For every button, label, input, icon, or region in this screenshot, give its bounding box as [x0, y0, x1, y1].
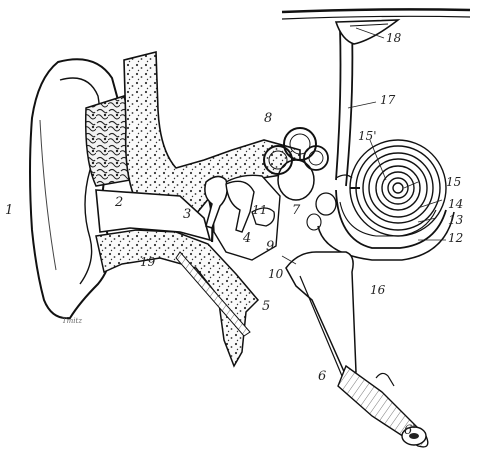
cochlear-duct: [336, 190, 446, 248]
label-8: 8: [264, 112, 272, 125]
label-14: 14: [448, 198, 463, 210]
label-15: 15: [446, 176, 461, 188]
skull-outline: [282, 9, 470, 12]
label-10: 10: [268, 268, 283, 280]
label-17: 17: [380, 94, 395, 106]
label-3: 3: [183, 208, 191, 221]
label-1: 1: [5, 204, 13, 217]
label-13: 13: [448, 214, 463, 226]
label-16: 16: [370, 284, 385, 296]
artist-signature: Tmitz: [62, 318, 82, 325]
label-11: 11: [252, 204, 267, 216]
label-18: 18: [386, 32, 401, 44]
cochlea: [350, 140, 446, 236]
label-6: 6: [318, 370, 326, 383]
label-19: 19: [140, 256, 155, 268]
auricle: [30, 59, 118, 318]
label-2: 2: [115, 196, 123, 209]
label-5: 5: [262, 300, 270, 313]
label-12: 12: [448, 232, 463, 244]
label-15-prime: 15': [358, 130, 377, 142]
label-7: 7: [292, 204, 300, 217]
label-6-prime: 6': [404, 424, 416, 437]
endolymphatic-duct: [336, 28, 341, 180]
vestibule: [278, 160, 314, 200]
eustachian-tube: [286, 252, 356, 376]
label-9: 9: [266, 240, 274, 253]
label-4: 4: [243, 232, 251, 245]
